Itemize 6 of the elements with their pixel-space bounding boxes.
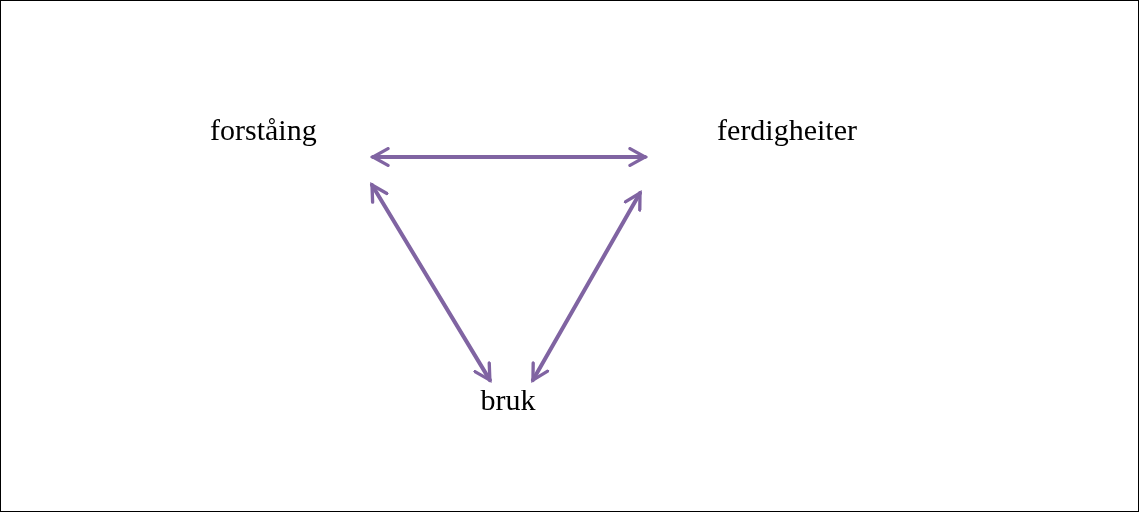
- double-arrow: [370, 183, 492, 383]
- double-arrow: [530, 191, 642, 383]
- node-label: ferdigheiter: [717, 112, 857, 148]
- double-arrow: [371, 147, 647, 167]
- node-label: bruk: [480, 382, 536, 418]
- node-label: forståing: [210, 112, 317, 148]
